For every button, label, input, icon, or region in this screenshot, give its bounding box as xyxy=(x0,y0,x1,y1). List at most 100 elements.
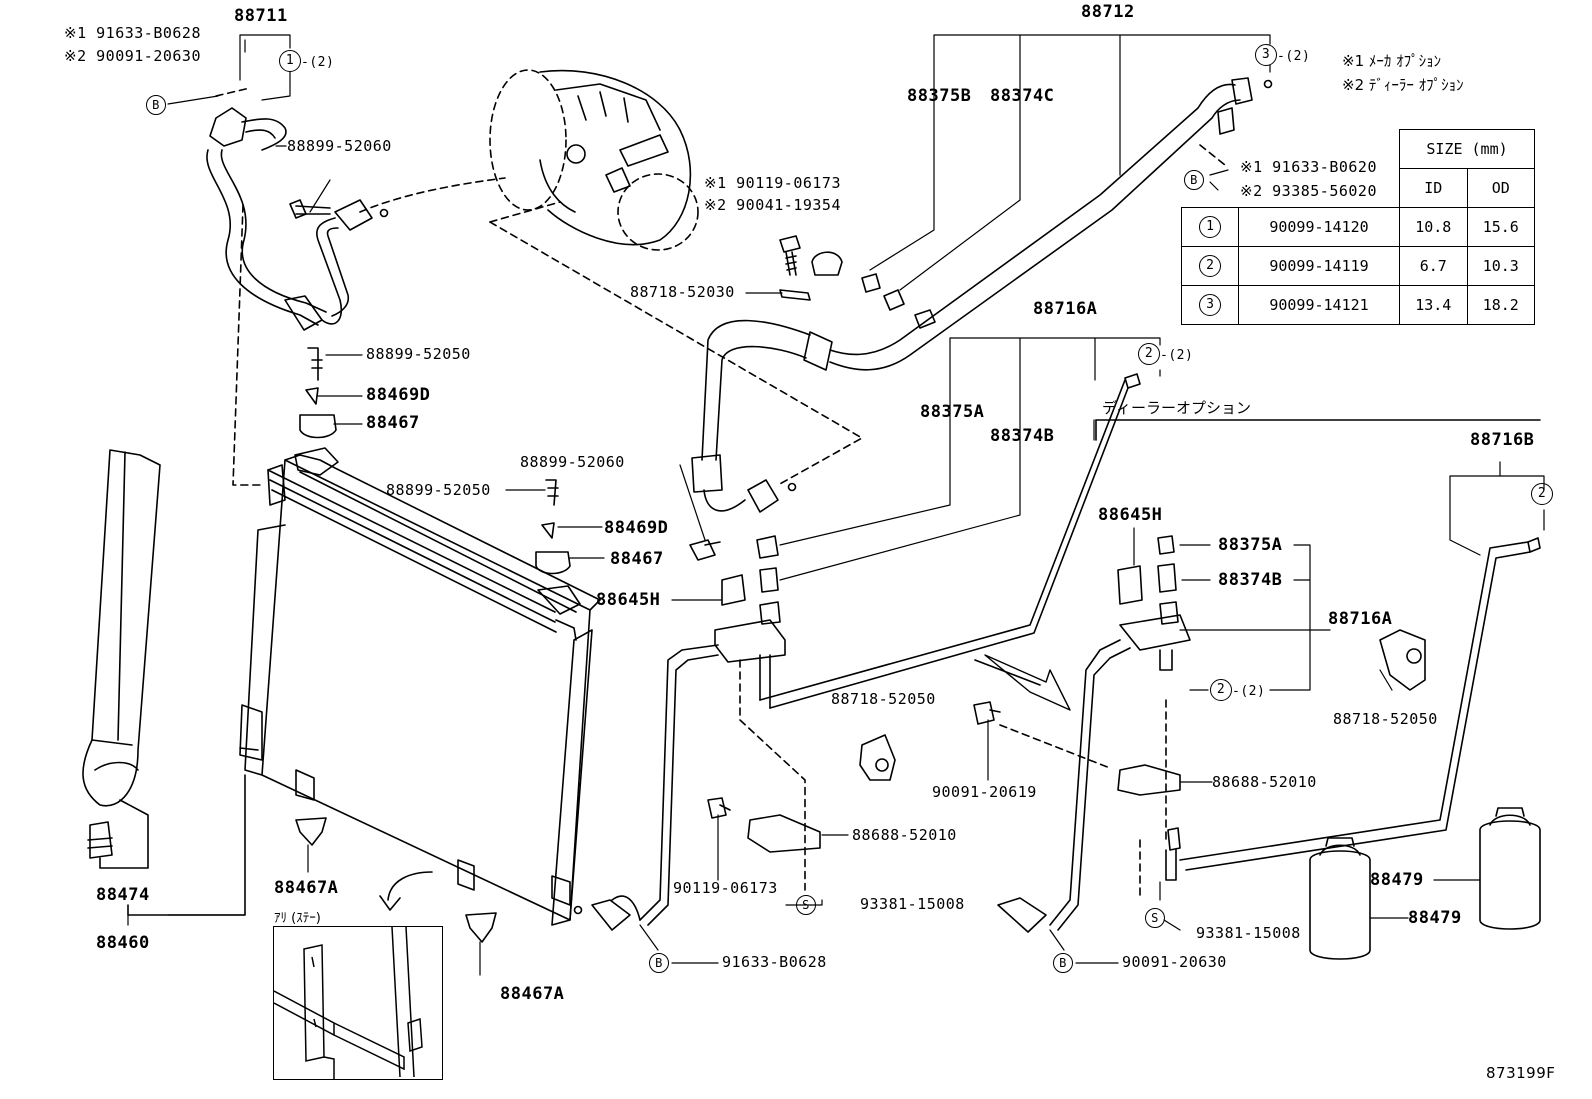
size-table-id: 6.7 xyxy=(1399,246,1468,286)
label-88688-52010-mid: 88688-52010 xyxy=(852,826,957,844)
circled-b-icon: B xyxy=(1184,170,1204,190)
note-1-compressor: ※1 90119-06173 xyxy=(704,174,841,192)
size-table-header: SIZE (mm) xyxy=(1399,129,1535,169)
size-table-col-id: ID xyxy=(1399,168,1468,208)
condenser-88460 xyxy=(239,447,601,926)
marker-1-qty: 1-(2) xyxy=(279,50,334,72)
circled-2-icon: 2 xyxy=(1531,483,1553,505)
marker-2-qty-right: 2-(2) xyxy=(1210,679,1265,701)
legend-maker-option: ※1 ﾒｰｶ ｵﾌﾟｼｮﾝ xyxy=(1342,52,1442,70)
circled-b-icon: B xyxy=(1053,953,1073,973)
label-88374b-left: 88374B xyxy=(990,426,1055,446)
size-table-col-od: OD xyxy=(1466,168,1535,208)
note-1-right: ※1 91633-B0620 xyxy=(1240,158,1377,176)
circled-2-icon: 2 xyxy=(1138,343,1160,365)
size-table-row: 1 90099-14120 10.8 15.6 xyxy=(1181,207,1535,247)
label-88467a-left: 88467A xyxy=(274,878,339,898)
leader-lines xyxy=(127,34,1545,976)
note-2-right: ※2 93385-56020 xyxy=(1240,182,1377,200)
circled-b-icon: B xyxy=(146,95,166,115)
label-90119-06173: 90119-06173 xyxy=(673,879,778,897)
circled-1-icon: 1 xyxy=(1199,216,1221,238)
size-table-row: 2 90099-14119 6.7 10.3 xyxy=(1181,246,1535,286)
circled-2-icon: 2 xyxy=(1210,679,1232,701)
inset-detail-box xyxy=(273,926,443,1080)
label-88711: 88711 xyxy=(234,6,288,26)
marker-s-right: S xyxy=(1145,908,1165,928)
label-88375a-left: 88375A xyxy=(920,402,985,422)
label-93381-15008-mid: 93381-15008 xyxy=(860,895,965,913)
label-88479-a: 88479 xyxy=(1370,870,1424,890)
size-table: SIZE (mm) ID OD 1 90099-14120 10.8 15.6 … xyxy=(1181,129,1535,325)
circled-1-icon: 1 xyxy=(279,50,301,72)
note-2-compressor: ※2 90041-19354 xyxy=(704,196,841,214)
receiver-88474 xyxy=(82,449,246,916)
brackets-mid xyxy=(707,734,896,853)
compressor xyxy=(489,69,699,251)
marker-b-top-left: B xyxy=(146,95,166,115)
marker-s-mid: S xyxy=(796,895,816,915)
label-88374c: 88374C xyxy=(990,86,1055,106)
label-88460: 88460 xyxy=(96,933,150,953)
hose-88711 xyxy=(206,107,506,331)
size-table-od: 18.2 xyxy=(1466,285,1535,325)
note-2-top-left: ※2 90091-20630 xyxy=(64,47,201,65)
label-88718-52050-mid: 88718-52050 xyxy=(831,690,936,708)
label-88469d-mid: 88469D xyxy=(604,518,669,538)
label-88716a-top: 88716A xyxy=(1033,299,1098,319)
label-88374b-right: 88374B xyxy=(1218,570,1283,590)
dashed-guides xyxy=(215,87,1226,896)
label-88716a-right: 88716A xyxy=(1328,609,1393,629)
pipe-88716a-left xyxy=(591,373,1141,931)
label-88375a-right: 88375A xyxy=(1218,535,1283,555)
circled-2-icon: 2 xyxy=(1199,255,1221,277)
label-88467-top: 88467 xyxy=(366,413,420,433)
label-93381-15008-right: 93381-15008 xyxy=(1196,924,1301,942)
mount-88467a xyxy=(295,817,497,943)
size-table-id: 13.4 xyxy=(1399,285,1468,325)
size-table-id: 10.8 xyxy=(1399,207,1468,247)
inset-caption: ｱﾘ (ｽﾃｰ) xyxy=(274,911,321,926)
marker-2-right: 2 xyxy=(1531,483,1553,505)
marker-3-qty-top: 3-(2) xyxy=(1255,44,1310,66)
figure-id: 873199F xyxy=(1486,1064,1556,1082)
label-88899-52060-mid: 88899-52060 xyxy=(520,453,625,471)
marker-b-bottom-right: B xyxy=(1053,953,1073,973)
legend-dealer-option: ※2 ﾃﾞｨｰﾗｰ ｵﾌﾟｼｮﾝ xyxy=(1342,76,1464,94)
size-table-row: 3 90099-14121 13.4 18.2 xyxy=(1181,285,1535,325)
size-table-od: 15.6 xyxy=(1466,207,1535,247)
label-88718-52050-right: 88718-52050 xyxy=(1333,710,1438,728)
label-88899-52050-mid: 88899-52050 xyxy=(386,481,491,499)
label-90091-20630-bottom: 90091-20630 xyxy=(1122,953,1227,971)
circled-s-icon: S xyxy=(796,895,816,915)
label-88474: 88474 xyxy=(96,885,150,905)
mount-hardware-top xyxy=(299,347,721,575)
circled-3-icon: 3 xyxy=(1255,44,1277,66)
circled-3-icon: 3 xyxy=(1199,294,1221,316)
label-88688-52010-right: 88688-52010 xyxy=(1212,773,1317,791)
label-88467a-bottom: 88467A xyxy=(500,984,565,1004)
hose-88712 xyxy=(691,77,1273,513)
label-88479-b: 88479 xyxy=(1408,908,1462,928)
size-table-od: 10.3 xyxy=(1466,246,1535,286)
cylinders-88479 xyxy=(1309,807,1541,960)
label-88712: 88712 xyxy=(1081,2,1135,22)
label-88645h-left: 88645H xyxy=(596,590,661,610)
circled-s-icon: S xyxy=(1145,908,1165,928)
qty-label: -(2) xyxy=(301,55,335,70)
marker-2-qty-top: 2-(2) xyxy=(1138,343,1193,365)
qty-label: -(2) xyxy=(1160,348,1194,363)
bolt-clamp xyxy=(779,235,843,301)
pipe-88716a-right xyxy=(973,419,1541,933)
label-88375b: 88375B xyxy=(907,86,972,106)
marker-b-right: B xyxy=(1184,170,1204,190)
dealer-option-label: ディーラーオプション xyxy=(1102,399,1251,417)
size-table-part: 90099-14119 xyxy=(1238,246,1400,286)
label-88467-mid: 88467 xyxy=(610,549,664,569)
label-88645h-right: 88645H xyxy=(1098,505,1163,525)
label-90091-20619: 90091-20619 xyxy=(932,783,1037,801)
flow-arrow xyxy=(974,654,1071,711)
label-88899-52050-top: 88899-52050 xyxy=(366,345,471,363)
